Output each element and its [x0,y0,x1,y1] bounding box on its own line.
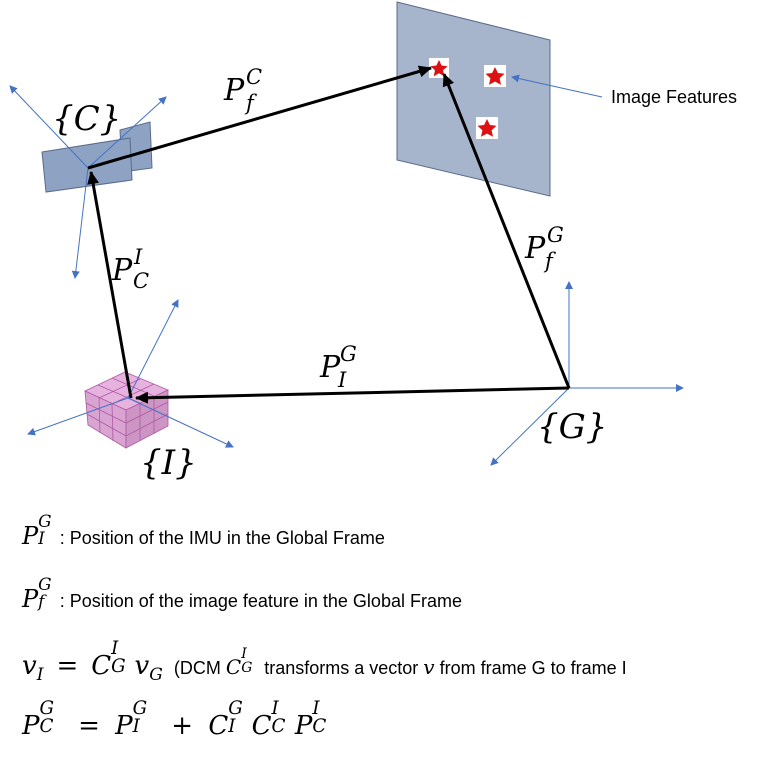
imu-axes [27,299,234,448]
image-features-pointer [511,74,603,98]
legend-dcm-text: transforms a vector [264,658,419,678]
vector-p-i-g [135,386,570,404]
position-vectors [87,65,571,404]
label-p-i-g: P G I [319,342,357,392]
label-p-f-g: P G f [524,223,564,273]
svg-text:G: G [547,223,564,247]
vector-p-f-c [87,65,432,170]
image-plane [396,1,551,197]
svg-text:P: P [111,253,133,288]
svg-text:f: f [543,249,556,273]
label-p-f-c: P C f [223,65,262,115]
legend-dcm-open: (DCM [173,658,221,678]
svg-text:P: P [524,231,546,266]
svg-text:P: P [319,350,341,385]
svg-text:I: I [337,368,347,392]
global-frame-label: {G} [537,407,607,447]
imu-frame-label: {I} [140,443,197,483]
svg-text:C: C [133,269,149,293]
global-axes [490,281,684,466]
legend-feature-text: : Position of the image feature in the G… [59,591,462,611]
vector-p-c-i [87,171,133,399]
feature-star-icon [476,117,498,139]
legend-imu-text: : Position of the IMU in the Global Fram… [59,528,385,548]
svg-text:f: f [244,91,257,115]
svg-text:I: I [133,245,143,269]
camera-icon [41,121,153,193]
feature-star-icon [484,65,506,87]
legend-dcm-end: from frame G to frame I [439,658,627,678]
image-features-label: Image Features [611,87,737,107]
camera-axes [9,85,167,279]
vector-p-f-g [442,73,571,389]
svg-text:C: C [246,65,262,89]
camera-frame-label: {C} [52,99,121,139]
svg-text:P: P [223,73,245,108]
feature-star-icon [429,58,449,78]
imu-cube-icon [84,371,169,449]
svg-text:G: G [340,342,357,366]
label-p-c-i: P I C [111,245,149,293]
